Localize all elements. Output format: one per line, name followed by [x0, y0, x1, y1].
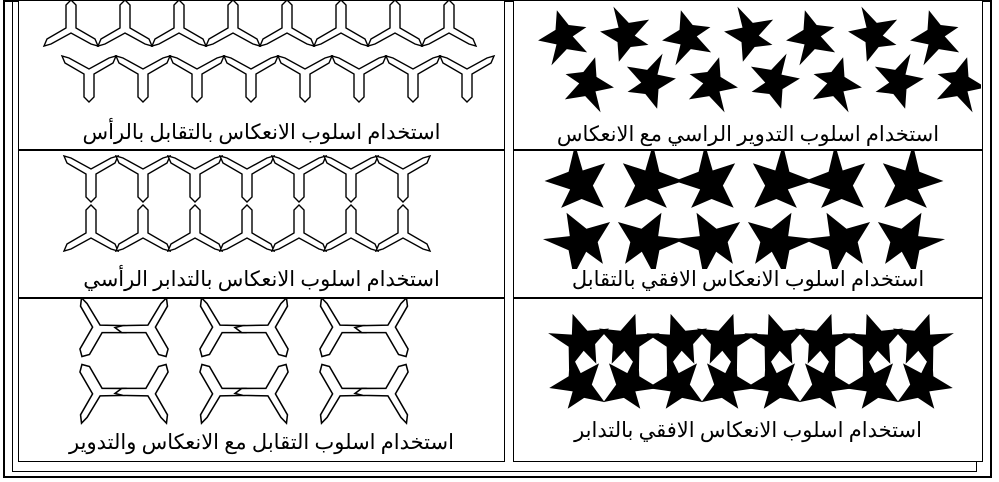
tripod-motif	[355, 350, 432, 424]
tripod-motif	[355, 299, 432, 371]
tripod-motif	[168, 205, 222, 251]
cell-vertical-rotation-with-reflection: استخدام اسلوب التدوير الراسي مع الانعكاس	[513, 0, 983, 150]
tripod-motif	[176, 350, 253, 424]
tripod-motif	[206, 1, 260, 46]
bird-motif	[540, 195, 628, 269]
tripod-motif	[56, 350, 133, 424]
bird-motif	[798, 151, 886, 229]
tripod-motif	[116, 56, 170, 102]
tripod-motif	[260, 1, 314, 46]
tripod-pattern-back-to-back	[19, 151, 503, 269]
bird-motif	[730, 195, 818, 269]
bird-motif	[557, 50, 621, 114]
tripod-motif	[116, 156, 170, 202]
tripod-motif	[314, 1, 368, 46]
tripod-motif	[115, 299, 192, 371]
bird-motif	[743, 52, 807, 116]
tripod-motif	[332, 56, 386, 102]
caption-vertical-rotation-with-reflection: استخدام اسلوب التدوير الراسي مع الانعكاس	[514, 121, 982, 147]
bird-motif	[670, 195, 758, 269]
tripod-motif	[64, 205, 118, 251]
tripod-motif	[62, 56, 116, 102]
bird-motif	[538, 151, 626, 229]
bird-motif	[643, 348, 718, 423]
cell-facing-reflection-rotation: استخدام اسلوب التقابل مع الانعكاس والتدو…	[18, 298, 505, 462]
bird-motif	[593, 5, 657, 69]
tripod-motif	[440, 56, 494, 102]
bird-motif	[655, 3, 719, 67]
bird-motif	[903, 3, 967, 67]
tripod-motif	[224, 56, 278, 102]
caption-horizontal-reflection-back-to-back: استخدام اسلوب الانعكاس الافقي بالتدابر	[514, 417, 982, 443]
bird-motif	[805, 50, 869, 114]
tripod-motif	[278, 56, 332, 102]
bird-motif	[732, 151, 820, 229]
caption-vertical-reflection-facing: استخدام اسلوب الانعكاس بالتقابل بالرأس	[19, 119, 504, 145]
bird-motif	[862, 151, 950, 229]
cell-horizontal-reflection-back-to-back: استخدام اسلوب الانعكاس الافقي بالتدابر	[513, 298, 983, 462]
tripod-motif	[98, 1, 152, 46]
bird-motif	[717, 5, 781, 69]
bird-motif	[929, 50, 981, 114]
caption-horizontal-reflection-facing: استخدام اسلوب الانعكاس الافقي بالتقابل	[514, 266, 982, 292]
tripod-motif	[64, 156, 118, 202]
tripod-motif	[296, 350, 373, 424]
tripod-pattern-rotation	[19, 299, 503, 431]
tripod-motif	[220, 156, 274, 202]
tripod-motif	[368, 1, 422, 46]
bird-pattern-horizontal-facing	[514, 151, 981, 269]
bird-motif	[531, 3, 595, 67]
tripod-motif	[44, 1, 98, 46]
tripod-motif	[220, 205, 274, 251]
bird-pattern-rotation	[514, 1, 981, 123]
bird-motif	[619, 52, 683, 116]
bird-motif	[600, 195, 688, 269]
tripod-motif	[176, 299, 253, 371]
tripod-motif	[272, 156, 326, 202]
tripod-motif	[152, 1, 206, 46]
tripod-motif	[168, 156, 222, 202]
bird-motif	[839, 348, 914, 423]
tripod-motif	[56, 299, 133, 371]
tripod-motif	[115, 350, 192, 424]
bird-motif	[779, 3, 843, 67]
tripod-motif	[116, 205, 170, 251]
tripod-motif	[324, 156, 378, 202]
bird-motif	[882, 348, 957, 423]
bird-motif	[860, 195, 948, 269]
tripod-motif	[296, 299, 373, 371]
bird-motif	[668, 151, 756, 229]
tripod-motif	[170, 56, 224, 102]
bird-motif	[841, 5, 905, 69]
tripod-motif	[376, 205, 430, 251]
bird-motif	[800, 195, 888, 269]
tripod-motif	[235, 350, 312, 424]
tripod-motif	[272, 205, 326, 251]
tripod-pattern-facing	[19, 1, 503, 121]
tripod-motif	[376, 156, 430, 202]
cell-vertical-reflection-back-to-back: استخدام اسلوب الانعكاس بالتدابر الرأسي	[18, 150, 505, 298]
cell-vertical-reflection-facing: استخدام اسلوب الانعكاس بالتقابل بالرأس	[18, 0, 505, 150]
tripod-motif	[422, 1, 476, 46]
bird-motif	[681, 50, 745, 114]
tripod-motif	[386, 56, 440, 102]
bird-motif	[867, 52, 931, 116]
caption-vertical-reflection-back-to-back: استخدام اسلوب الانعكاس بالتدابر الرأسي	[19, 266, 504, 292]
tripod-motif	[324, 205, 378, 251]
cell-horizontal-reflection-facing: استخدام اسلوب الانعكاس الافقي بالتقابل	[513, 150, 983, 298]
bird-motif	[545, 348, 620, 423]
bird-motif	[741, 348, 816, 423]
bird-motif	[602, 151, 690, 229]
tripod-motif	[235, 299, 312, 371]
bird-pattern-horizontal-back-to-back	[514, 299, 981, 431]
caption-facing-reflection-rotation: استخدام اسلوب التقابل مع الانعكاس والتدو…	[19, 429, 504, 455]
